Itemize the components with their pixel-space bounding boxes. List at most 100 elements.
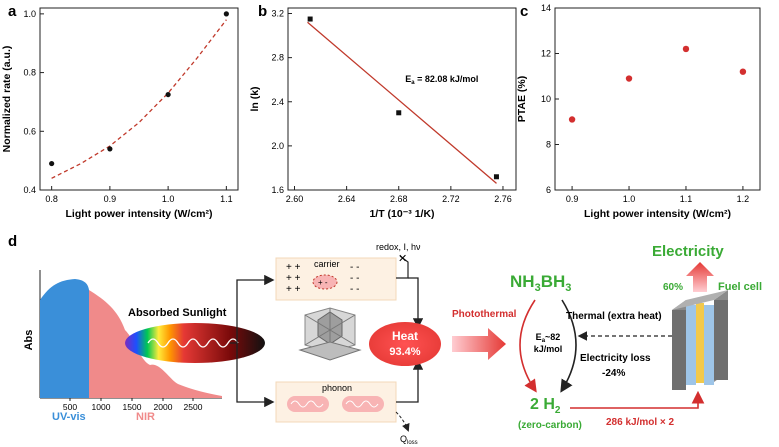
absorption-spectrum: Abs 500 1000 1500 2000 2500 UV-vis NIR [23, 270, 222, 423]
h2-energy-label: 286 kJ/mol × 2 [606, 417, 675, 428]
carrier-plus-row3: + + [286, 284, 301, 295]
carrier-minus-row3: - - [350, 284, 359, 295]
arrow-to-carrier [230, 274, 275, 344]
fuel-cell-icon [672, 290, 728, 390]
x-tick-label: 0.9 [104, 194, 117, 204]
plot-frame [554, 7, 761, 191]
x-tick-label: 1.1 [680, 194, 693, 204]
spectrum-tick-label: 500 [63, 402, 77, 412]
ea-label: Ea~82 [536, 332, 561, 344]
carrier-box: + + + + + + carrier + - - - - - - - [275, 257, 397, 301]
arrow-to-phonon [236, 343, 275, 408]
thermal-extra-heat-label: Thermal (extra heat) [566, 311, 662, 322]
y-tick-label: 8 [546, 140, 551, 150]
y-tick-label: 12 [541, 49, 551, 59]
y-axis-label: ln (k) [249, 86, 261, 111]
y-tick-label: 3.2 [271, 9, 284, 19]
electricity-percentage: 60% [663, 282, 683, 293]
x-axis-label: 1/T (10⁻³ 1/K) [369, 208, 434, 220]
zero-carbon-label: (zero-carbon) [518, 420, 582, 431]
x-tick-label: 1.0 [162, 194, 175, 204]
fuel-cell-label: Fuel cell [718, 281, 762, 293]
nir-region [89, 290, 222, 398]
data-point [568, 116, 576, 123]
y-tick-label: 14 [541, 3, 551, 13]
nh3bh3-label: NH3BH3 [510, 272, 571, 294]
y-tick-label: 2.0 [271, 141, 284, 151]
absorbed-sunlight-label: Absorbed Sunlight [128, 307, 227, 319]
data-point [625, 75, 633, 82]
fit-line [307, 21, 497, 184]
phonon-box: phonon [275, 381, 397, 423]
phonon-wave-2 [342, 396, 384, 412]
data-point [682, 45, 690, 53]
x-axis-label: Light power intensity (W/cm²) [584, 208, 731, 220]
abs-axis-label: Abs [23, 330, 35, 351]
y-tick-label: 0.6 [23, 126, 36, 136]
y-tick-label: 2.4 [271, 97, 284, 107]
qloss-label: Qloss [400, 434, 418, 446]
x-tick-label: 0.8 [45, 194, 58, 204]
panel-letter-a: a [8, 3, 17, 20]
x-tick-label: 2.76 [494, 194, 512, 204]
spectrum-tick-label: 1500 [123, 402, 142, 412]
phonon-label: phonon [322, 383, 352, 393]
x-tick-label: 1.1 [220, 194, 233, 204]
carrier-plus-row1: + + [286, 262, 301, 273]
spectrum-ticks: 500 1000 1500 2000 2500 [63, 398, 203, 412]
fit-line [51, 19, 227, 179]
heat-label: Heat [392, 329, 418, 343]
plot-frame [287, 7, 517, 191]
x-tick-label: 2.64 [338, 194, 356, 204]
data-point [223, 11, 229, 17]
electricity-loss-label: Electricity loss [580, 353, 651, 364]
y-axis-label: Normalized rate (a.u.) [1, 46, 13, 153]
data-point [165, 91, 171, 98]
spectrum-tick-label: 2500 [184, 402, 203, 412]
data-point [493, 174, 499, 180]
carrier-pair-sign: + - [318, 278, 328, 287]
electricity-loss-value: -24% [602, 368, 625, 379]
photothermal-reaction-arrow [519, 299, 537, 393]
uv-vis-label: UV-vis [52, 411, 86, 423]
carrier-plus-row2: + + [286, 273, 301, 284]
electricity-arrow [686, 262, 714, 292]
y-tick-label: 1.6 [271, 185, 284, 195]
redox-cross: ✕ [398, 253, 407, 265]
heat-ellipse [369, 322, 441, 366]
x-tick-label: 0.9 [566, 194, 579, 204]
y-tick-label: 10 [541, 94, 551, 104]
carrier-minus-row2: - - [350, 273, 359, 284]
carrier-pair [312, 274, 338, 290]
plot-frame [39, 7, 239, 191]
x-tick-label: 2.68 [390, 194, 408, 204]
data-point [739, 68, 747, 75]
redox-label: redox, I, hν [376, 242, 421, 252]
h2-label: 2 H2 [530, 396, 561, 416]
heat-value: 93.4% [389, 346, 420, 358]
data-point [396, 110, 402, 116]
phonon-wave-1 [287, 396, 329, 412]
y-tick-label: 1.0 [23, 9, 36, 19]
ea-unit: kJ/mol [534, 344, 563, 354]
electricity-label: Electricity [652, 243, 724, 260]
carrier-minus-row1: - - [350, 262, 359, 273]
panel-letter-c: c [520, 3, 528, 20]
nir-label: NIR [136, 411, 155, 423]
sunlight-beam [125, 323, 265, 363]
data-point [107, 146, 113, 152]
spectrum-tick-label: 2000 [154, 402, 173, 412]
x-tick-label: 2.72 [442, 194, 460, 204]
y-tick-label: 2.8 [271, 53, 284, 63]
y-tick-label: 6 [546, 185, 551, 195]
photothermal-label: Photothermal [452, 309, 517, 320]
spectrum-tick-label: 1000 [92, 402, 111, 412]
arrow-phonon-to-heat [396, 359, 424, 403]
data-point [49, 160, 55, 167]
photothermal-arrow [452, 328, 506, 360]
crystal-structure-icon [298, 307, 362, 361]
